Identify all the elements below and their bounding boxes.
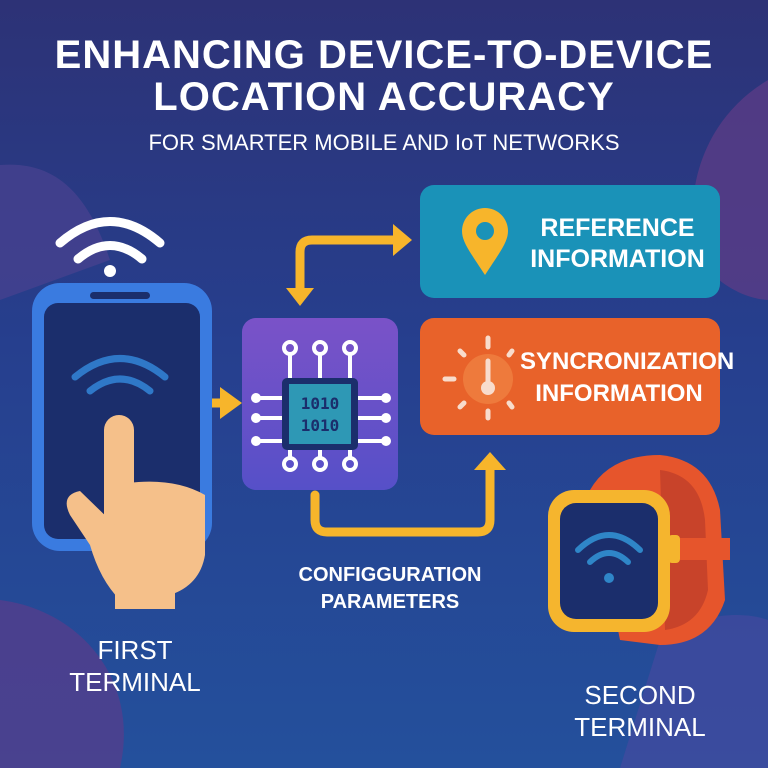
second-terminal-line1: SECOND [584, 680, 696, 710]
first-terminal-phone [32, 217, 212, 609]
second-terminal-watch [548, 455, 730, 645]
first-terminal-line1: FIRST [97, 635, 173, 665]
location-pin-icon [462, 208, 508, 275]
reference-line1: REFERENCE [540, 214, 695, 242]
first-terminal-line2: TERMINAL [69, 667, 201, 697]
hand-pointer-icon [66, 415, 205, 609]
sync-line2: INFORMATION [535, 380, 703, 407]
config-line2: PARAMETERS [320, 591, 460, 613]
arrow-chip-to-sync [310, 465, 495, 537]
wifi-icon [55, 217, 165, 264]
chip-bits-1: 1010 [300, 394, 340, 413]
subtitle: FOR SMARTER MOBILE AND IoT NETWORKS [148, 130, 620, 155]
processor-box: 1010 1010 [242, 318, 398, 490]
reference-line2: INFORMATION [530, 245, 705, 273]
phone-wifi-icon [71, 355, 169, 395]
chip-icon [251, 340, 391, 472]
watch-wifi-icon [575, 532, 643, 565]
timer-icon [442, 335, 515, 421]
synchronization-information-box: SYNCRONIZATION INFORMATION [420, 318, 735, 435]
reference-information-box: REFERENCE INFORMATION [420, 185, 720, 298]
arrow-chip-to-reference [295, 235, 400, 295]
title-line1: ENHANCING DEVICE-TO-DEVICE [54, 33, 714, 77]
chip-bits-2: 1010 [300, 416, 340, 435]
second-terminal-line2: TERMINAL [574, 712, 706, 742]
sync-line1: SYNCRONIZATION [520, 348, 735, 375]
config-line1: CONFIGGURATION [298, 564, 482, 586]
title-line2: LOCATION ACCURACY [153, 75, 615, 119]
